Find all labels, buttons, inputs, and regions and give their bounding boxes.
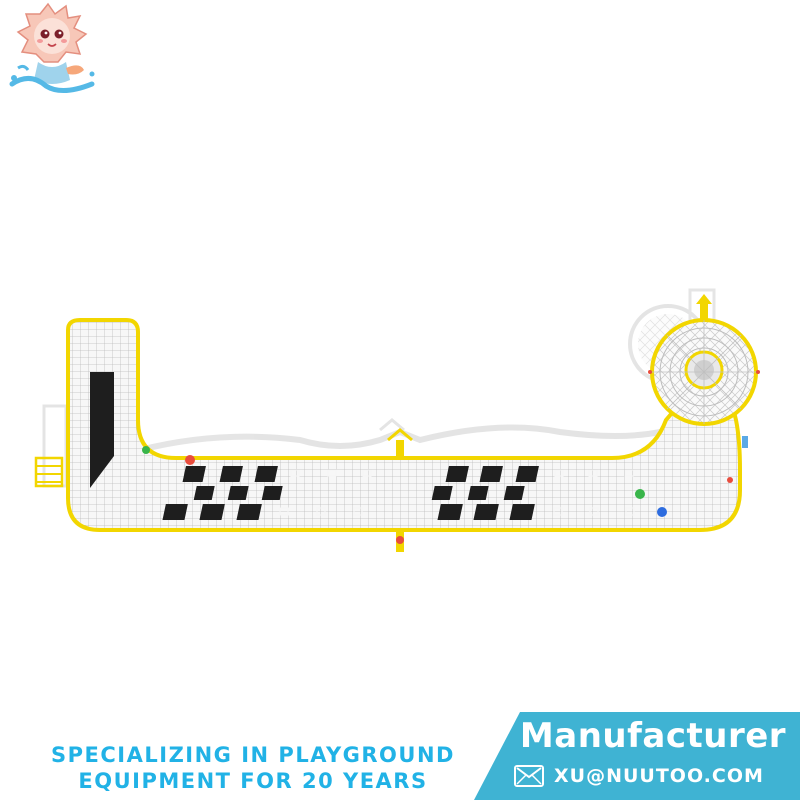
mascot-logo-icon <box>9 2 95 93</box>
tagline-line-1: SPECIALIZING IN PLAYGROUND <box>51 743 455 767</box>
climbing-holds <box>142 436 748 517</box>
manufacturer-label: Manufacturer <box>519 716 787 756</box>
pad-inner-highlights <box>279 469 635 516</box>
trampoline-pads-left <box>162 466 283 520</box>
contact-email[interactable]: XU@NUUTOO.COM <box>514 760 794 792</box>
round-tower <box>648 294 760 426</box>
side-ladder <box>34 456 64 488</box>
connector-posts <box>387 428 413 552</box>
email-address[interactable]: XU@NUUTOO.COM <box>554 765 764 787</box>
contact-banner <box>474 712 800 800</box>
mail-icon <box>514 765 544 787</box>
trampoline-pads-right <box>431 466 539 520</box>
tagline: SPECIALIZING IN PLAYGROUND EQUIPMENT FOR… <box>18 742 488 794</box>
tagline-banner <box>0 732 520 800</box>
tagline-line-2: EQUIPMENT FOR 20 YEARS <box>78 769 428 793</box>
